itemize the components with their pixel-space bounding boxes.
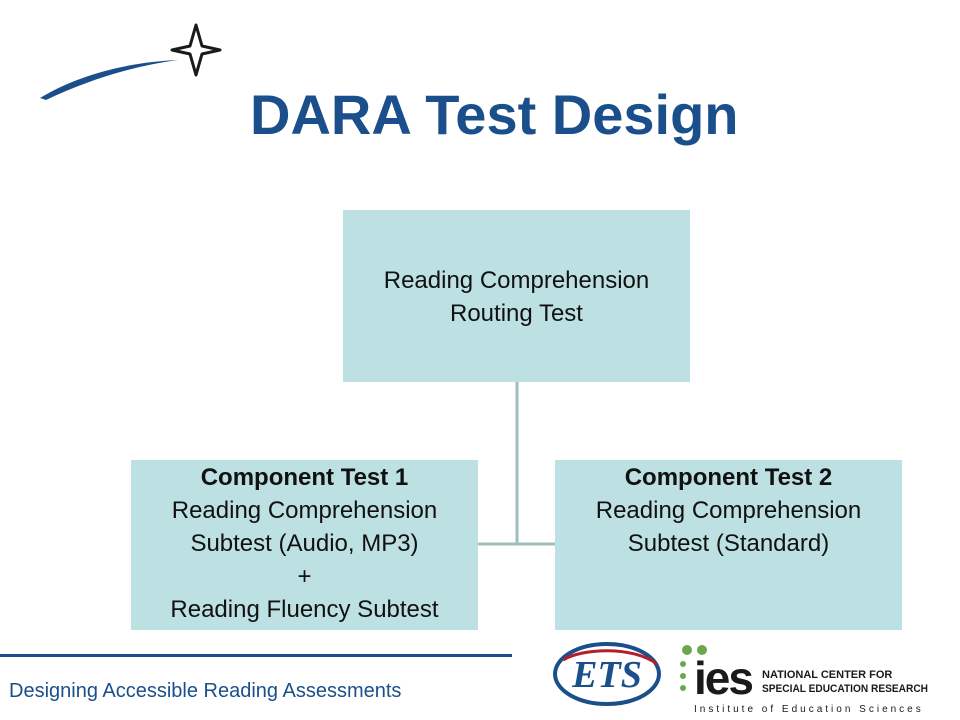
svg-text:SPECIAL EDUCATION RESEARCH: SPECIAL EDUCATION RESEARCH xyxy=(762,683,928,695)
footer-text: Designing Accessible Reading Assessments xyxy=(9,680,402,702)
svg-text:NATIONAL CENTER FOR: NATIONAL CENTER FOR xyxy=(762,669,892,681)
ies-logo: ies NATIONAL CENTER FOR SPECIAL EDUCATIO… xyxy=(680,645,928,715)
star-swoosh-logo xyxy=(40,23,222,100)
routing-node-line1: Reading Comprehension xyxy=(383,267,650,294)
component-test-2-line2: Subtest (Standard) xyxy=(627,530,830,557)
footer-divider xyxy=(0,654,512,657)
component-test-2-heading: Component Test 2 xyxy=(624,464,833,491)
component-test-1-heading: Component Test 1 xyxy=(200,464,409,491)
routing-test-node: Reading Comprehension Routing Test xyxy=(343,210,690,382)
page-title: DARA Test Design xyxy=(250,83,739,146)
svg-text:ETS: ETS xyxy=(571,654,642,696)
ets-logo: ETS xyxy=(553,642,661,706)
component-test-1-line1: Reading Comprehension xyxy=(171,497,438,524)
component-test-1-line4: Reading Fluency Subtest xyxy=(170,596,439,623)
component-test-2-node: Component Test 2 Reading Comprehension S… xyxy=(555,460,902,630)
svg-text:ies: ies xyxy=(694,652,752,704)
component-test-1-node: Component Test 1 Reading Comprehension S… xyxy=(131,460,478,630)
svg-text:Institute of Education Science: Institute of Education Sciences xyxy=(694,704,924,715)
component-test-2-line1: Reading Comprehension xyxy=(595,497,862,524)
component-test-1-line2: Subtest (Audio, MP3) xyxy=(190,530,419,557)
component-test-1-line3: + xyxy=(297,563,312,590)
routing-node-line2: Routing Test xyxy=(450,300,583,327)
